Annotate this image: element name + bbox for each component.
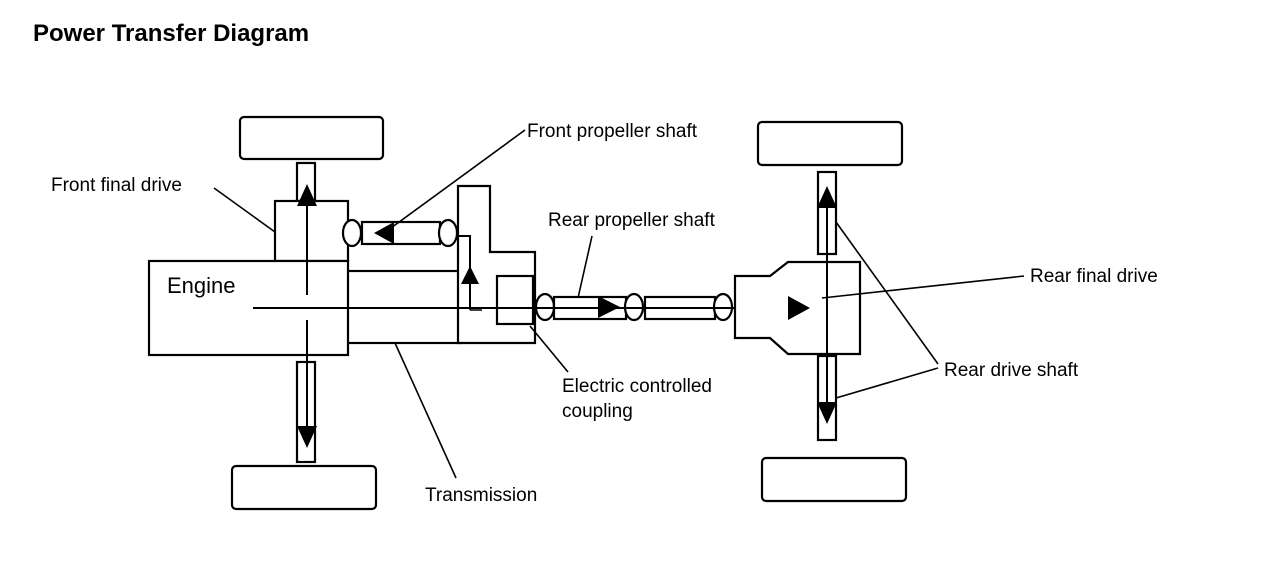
rear-left-wheel bbox=[756, 120, 904, 167]
leader-front-propeller-shaft bbox=[379, 129, 526, 237]
leader-electric-coupling bbox=[529, 325, 569, 373]
engine-label: Engine bbox=[167, 273, 236, 298]
leader-rear-propeller-shaft bbox=[577, 235, 593, 299]
label-front-final-drive: Front final drive bbox=[51, 175, 182, 196]
front-final-drive bbox=[273, 199, 350, 263]
front-up-arrow bbox=[297, 184, 317, 206]
transfer-up-arrow bbox=[461, 266, 479, 284]
label-front-propeller-shaft: Front propeller shaft bbox=[527, 121, 698, 142]
electric-coupling-box bbox=[495, 274, 535, 326]
label-transmission: Transmission bbox=[425, 485, 537, 506]
rear-final-arrow bbox=[788, 296, 810, 320]
label-electric-coupling-line1: Electric controlled bbox=[562, 376, 712, 397]
label-rear-drive-shaft: Rear drive shaft bbox=[944, 360, 1079, 381]
label-electric-coupling-line2: coupling bbox=[562, 401, 633, 422]
front-left-wheel bbox=[238, 115, 385, 161]
leader-transmission bbox=[394, 342, 457, 479]
front-prop-joint-left bbox=[341, 218, 363, 248]
rear-down-arrow bbox=[817, 402, 837, 424]
rear-right-wheel bbox=[760, 456, 908, 503]
label-rear-propeller-shaft: Rear propeller shaft bbox=[548, 210, 716, 231]
rear-up-arrow bbox=[817, 186, 837, 208]
front-down-arrow bbox=[297, 426, 317, 448]
leader-front-final-drive bbox=[213, 187, 276, 233]
page-title: Power Transfer Diagram bbox=[33, 20, 309, 47]
leader-rear-drive-shaft-upper bbox=[835, 221, 939, 365]
front-propeller-shaft-tube bbox=[360, 220, 442, 246]
leader-rear-drive-shaft-lower bbox=[835, 367, 939, 399]
front-right-wheel bbox=[230, 464, 378, 511]
leader-rear-final-drive bbox=[821, 275, 1025, 299]
label-rear-final-drive: Rear final drive bbox=[1030, 266, 1158, 287]
front-prop-joint-right bbox=[437, 218, 459, 248]
